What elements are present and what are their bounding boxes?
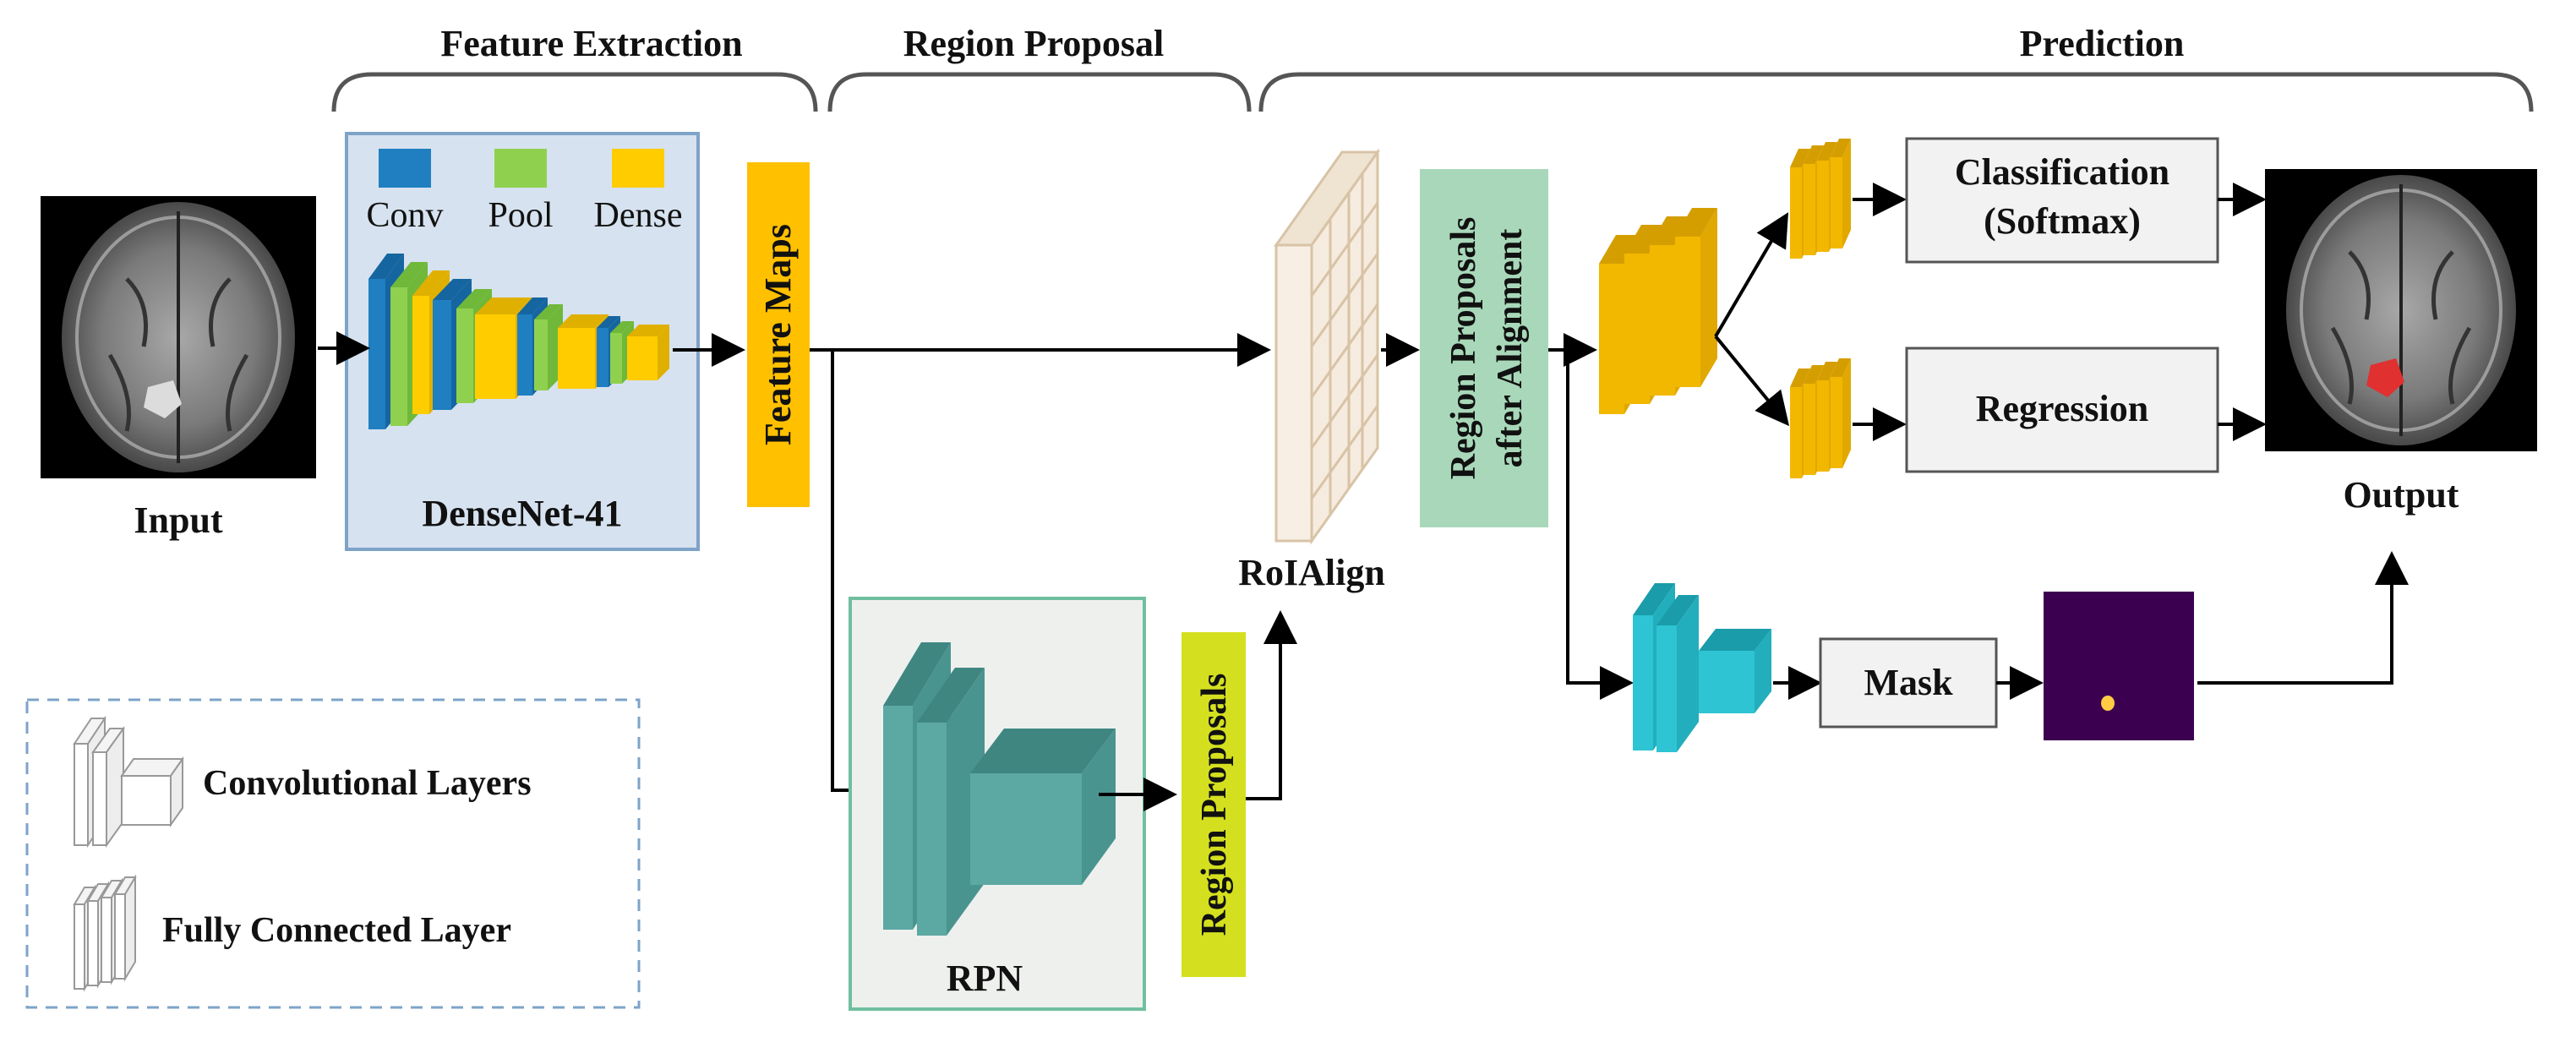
fc-stack-main (1599, 208, 1717, 414)
rpn-box: RPN (849, 597, 1146, 1011)
feature-maps-block: Feature Maps (747, 162, 810, 507)
aligned-label-line2: after Alignment (1491, 229, 1530, 468)
regression-label: Regression (1976, 388, 2149, 429)
input-mri-image (41, 196, 316, 478)
legend-conv-swatch (379, 149, 431, 188)
arrow-fc-to-reg-fc (1714, 335, 1790, 427)
section-title-feature-extraction: Feature Extraction (440, 23, 742, 64)
legend-fc-layer-label: Fully Connected Layer (162, 911, 511, 950)
section-brace-region-proposal (827, 72, 1252, 112)
densenet-box: Conv Pool Dense (345, 132, 700, 551)
rpn-conv-blocks (883, 642, 1116, 936)
mask-box: Mask (1819, 637, 1998, 729)
densenet-layers (368, 254, 669, 429)
section-title-region-proposal: Region Proposal (903, 23, 1164, 64)
legend-dense-swatch (612, 149, 664, 188)
roialign-grid (1274, 148, 1380, 545)
arrow-aligned-to-mask-branch (1566, 350, 1634, 700)
region-proposals-block: Region Proposals (1182, 632, 1246, 977)
section-brace-prediction (1258, 72, 2534, 112)
classification-box: Classification (Softmax) (1905, 137, 2219, 264)
aligned-proposals-block: Region Proposals after Alignment (1420, 169, 1548, 527)
output-tumor-highlight (2366, 358, 2404, 397)
legend-dense-label: Dense (594, 196, 683, 235)
mask-output-blob (2101, 696, 2115, 711)
legend-conv-layers-icon (73, 715, 184, 849)
legend-pool-swatch (494, 149, 547, 188)
layer-legend: Convolutional Layers Fully Connected Lay… (25, 698, 641, 1009)
section-title-prediction: Prediction (2020, 23, 2185, 64)
fc-stack-regression (1790, 358, 1851, 478)
classification-label-line1: Classification (1955, 151, 2169, 193)
mask-output-image (2044, 592, 2194, 740)
legend-conv-layers-label: Convolutional Layers (203, 764, 532, 803)
aligned-label-line1: Region Proposals (1444, 217, 1483, 480)
mask-conv-blocks (1633, 583, 1771, 752)
feature-maps-label: Feature Maps (757, 224, 799, 445)
legend-fc-layer-icon (73, 874, 137, 992)
densenet-label: DenseNet-41 (422, 493, 622, 534)
legend-pool-label: Pool (488, 196, 553, 235)
input-label: Input (134, 499, 223, 541)
mask-label: Mask (1864, 662, 1953, 703)
regression-box: Regression (1905, 347, 2219, 473)
region-proposals-label: Region Proposals (1195, 674, 1234, 936)
input-tumor-region (144, 380, 182, 418)
legend-conv-label: Conv (366, 196, 443, 235)
output-mri-image (2265, 169, 2537, 451)
fc-stack-classification (1790, 139, 1851, 259)
classification-label-line2: (Softmax) (1984, 200, 2141, 242)
arrow-fc-to-cls-fc (1714, 212, 1789, 338)
roialign-label: RoIAlign (1238, 552, 1385, 593)
section-brace-feature-extraction (331, 72, 818, 112)
arrow-mask-to-output (2197, 551, 2409, 685)
rpn-label: RPN (947, 958, 1023, 999)
output-label: Output (2344, 474, 2459, 516)
arrow-proposals-to-roialign (1246, 610, 1297, 800)
